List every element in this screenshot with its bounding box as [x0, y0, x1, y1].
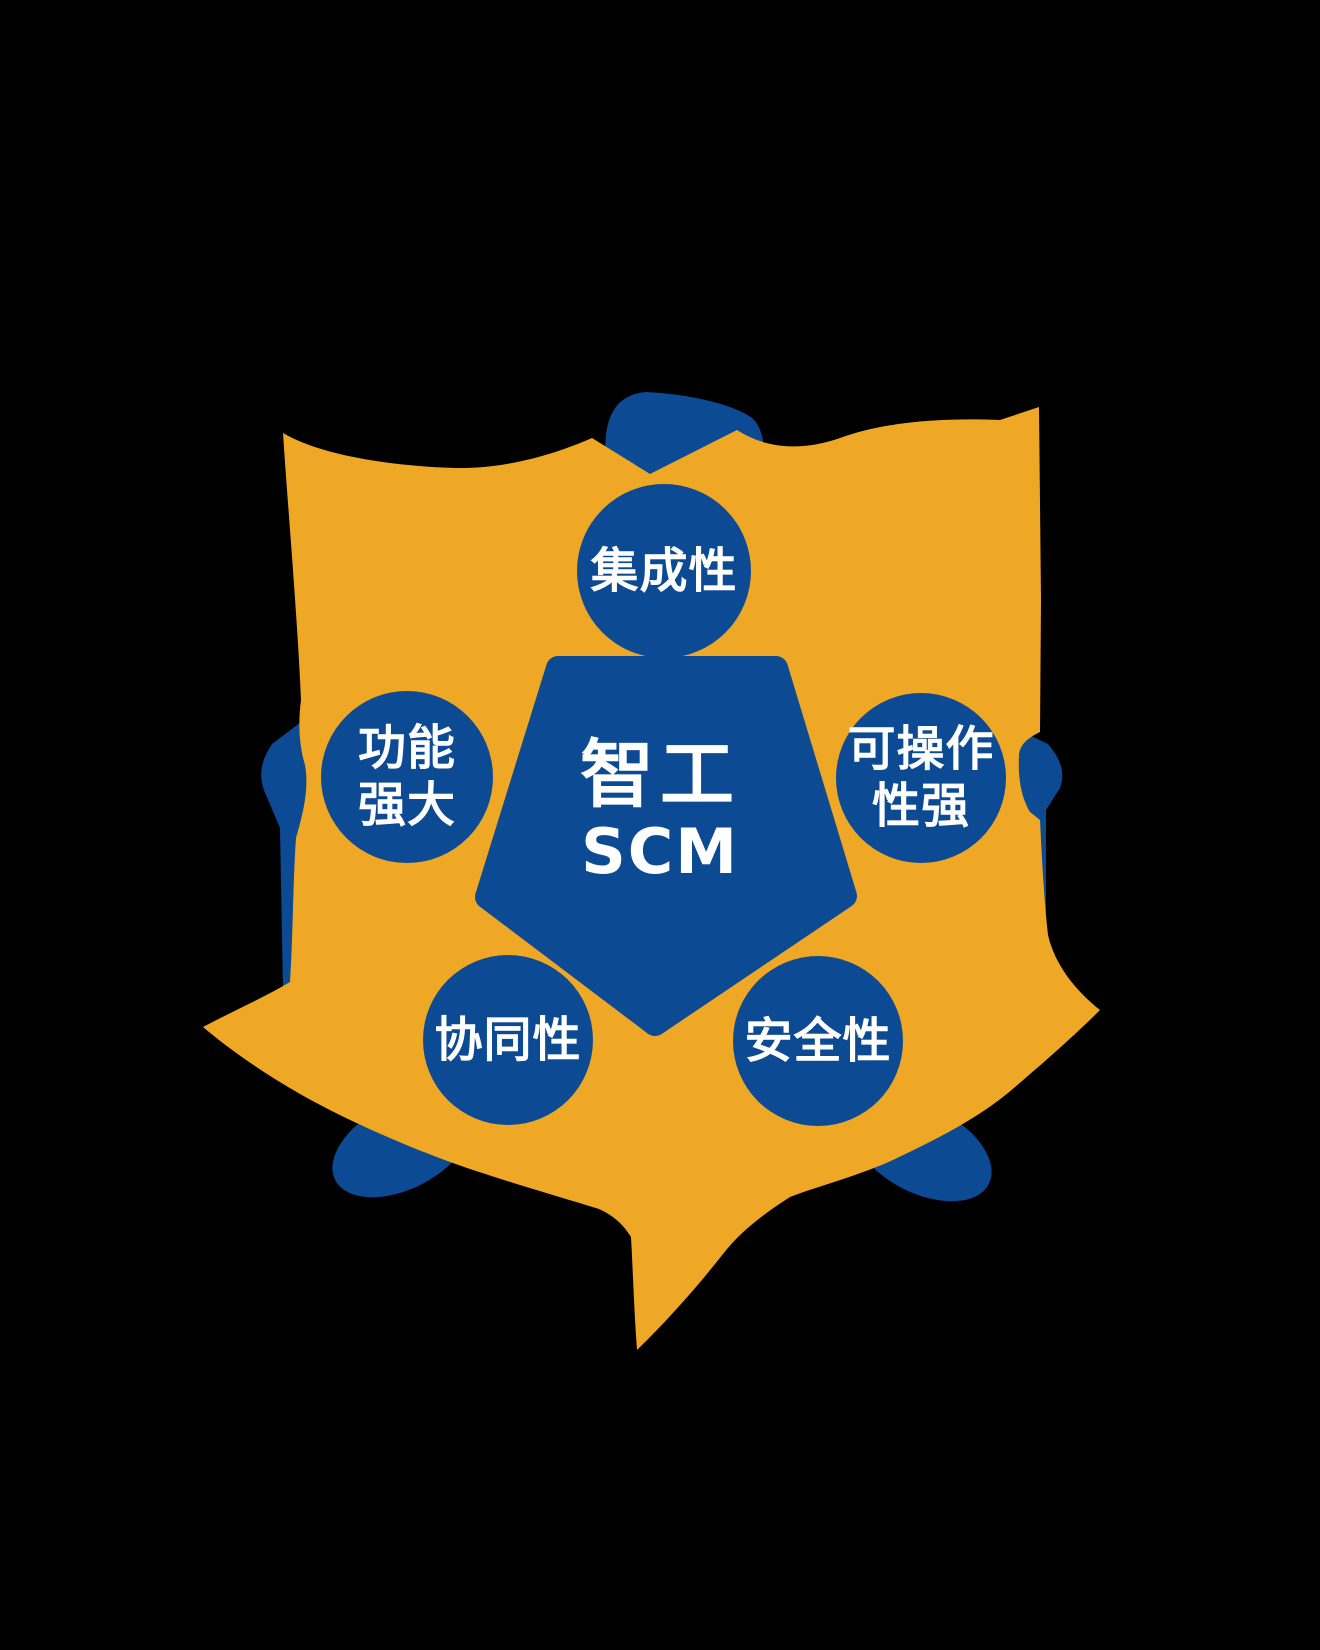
- node-operability: 可操作 性强: [836, 693, 1006, 863]
- node-powerful-functions: 功能 强大: [321, 691, 493, 863]
- node-integration-label: 集成性: [590, 542, 738, 599]
- node-collaboration-label: 协同性: [434, 1011, 582, 1068]
- node-powerful-functions-line1: 功能: [357, 720, 456, 777]
- node-security-label: 安全性: [744, 1012, 892, 1069]
- center-title-line2: SCM: [581, 815, 739, 889]
- node-operability-line2: 性强: [871, 778, 970, 834]
- center-title: 智工 SCM: [460, 732, 860, 889]
- node-collaboration: 协同性: [423, 955, 593, 1125]
- node-powerful-functions-line2: 强大: [357, 777, 456, 833]
- center-title-line1: 智工: [580, 732, 740, 818]
- node-integration: 集成性: [577, 484, 751, 658]
- center-pentagon-shape: [475, 656, 857, 1036]
- node-operability-line1: 可操作: [847, 721, 995, 778]
- node-security: 安全性: [733, 956, 903, 1126]
